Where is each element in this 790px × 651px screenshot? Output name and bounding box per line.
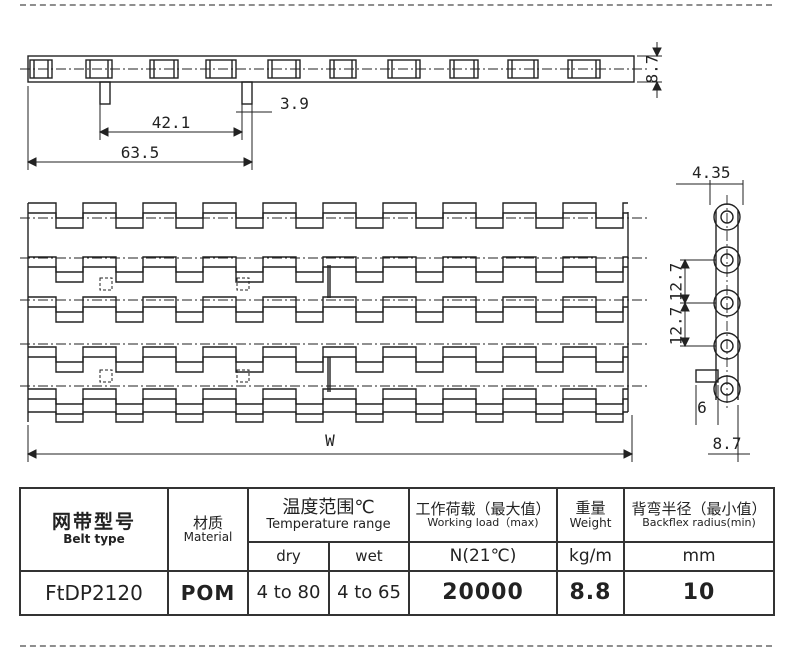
cross-section-view (695, 195, 741, 408)
weight-header: 重量 Weight (556, 487, 625, 543)
wet-label: wet (328, 541, 410, 572)
side-segment (567, 59, 601, 79)
material-header: 材质 Material (167, 487, 249, 572)
rivet-mark (99, 277, 113, 291)
working-load-header: 工作荷载（最大值） Working load（max) (408, 487, 558, 543)
side-view-strip (20, 55, 650, 105)
top-view-belt (20, 202, 648, 423)
rivet-mark (99, 369, 113, 383)
thickness-label: 8.7 (643, 55, 662, 84)
backflex-unit: mm (623, 541, 775, 572)
module-tooth-row (28, 202, 628, 219)
top-view-centerlines (20, 217, 648, 387)
side-segment (29, 59, 53, 79)
weight-unit: kg/m (556, 541, 625, 572)
side-segment (205, 59, 237, 79)
module-tooth-row (28, 306, 628, 323)
weight-cell: 8.8 (556, 570, 625, 616)
side-view-segments (29, 59, 601, 79)
top-view-rivets (99, 277, 250, 383)
hinge-label: 3.9 (280, 94, 309, 113)
side-segment (267, 59, 301, 79)
side-segment (387, 59, 421, 79)
side-segment (507, 59, 539, 79)
bottom-dashed-divider (20, 645, 772, 647)
rivet-mark (236, 277, 250, 291)
knuckle-label: 4.35 (692, 163, 731, 182)
foot-label: 6 (697, 398, 707, 417)
temperature-header: 温度范围℃ Temperature range (247, 487, 410, 543)
side-view-dimensions (26, 42, 662, 170)
wet-temp-cell: 4 to 65 (328, 570, 410, 616)
hinge-pin-right (241, 81, 253, 105)
cross-section-dimensions (676, 180, 750, 462)
top-dashed-divider (20, 4, 772, 6)
material-cell: POM (167, 570, 249, 616)
cross-section-foot (695, 369, 719, 383)
belt-type-header: 网带型号 Belt type (19, 487, 169, 572)
pitch-upper-label: 12.7 (667, 263, 686, 302)
load-unit: N(21℃) (408, 541, 558, 572)
dry-temp-cell: 4 to 80 (247, 570, 330, 616)
module-tooth-row (28, 212, 628, 229)
backflex-cell: 10 (623, 570, 775, 616)
width-dimension (26, 415, 634, 462)
backflex-header: 背弯半径（最小值） Backflex radius(min) (623, 487, 775, 543)
load-cell: 20000 (408, 570, 558, 616)
pitch-label: 42.1 (152, 113, 191, 132)
dry-label: dry (247, 541, 330, 572)
width-label: W (325, 431, 335, 450)
pitch-lower-label: 12.7 (667, 307, 686, 346)
module-tooth-row (28, 296, 628, 313)
hinge-pin-left (99, 81, 111, 105)
module-tooth-row (28, 398, 628, 415)
module-tooth-row (28, 411, 628, 423)
rivet-mark (236, 369, 250, 383)
side-segment (149, 59, 179, 79)
side-segment (329, 59, 357, 79)
model-cell: FtDP2120 (19, 570, 169, 616)
spec-table: 网带型号 Belt type 材质 Material 温度范围℃ Tempera… (19, 487, 775, 616)
side-segment (85, 59, 113, 79)
side-segment (449, 59, 479, 79)
module-label: 63.5 (121, 143, 160, 162)
height-label: 8.7 (713, 434, 742, 453)
